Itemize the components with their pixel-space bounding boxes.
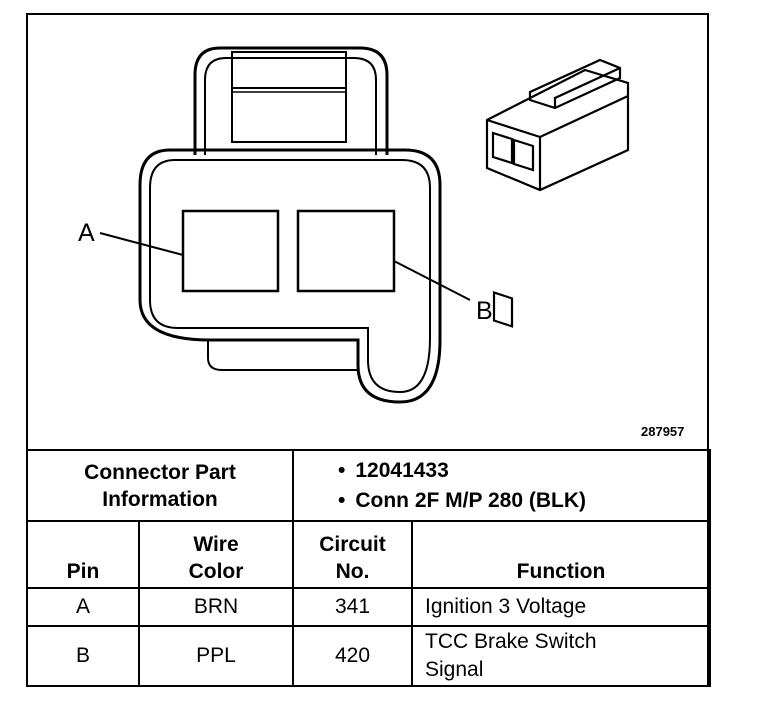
part-info-header: Connector Part Information	[26, 449, 294, 522]
part-info-header-line: Connector Part	[84, 460, 236, 484]
circuit-cell: 341	[292, 587, 413, 627]
connector-face	[138, 46, 442, 404]
wire-color-cell: BRN	[138, 587, 294, 627]
connector-isometric-view	[485, 58, 630, 328]
part-info-values: 12041433 Conn 2F M/P 280 (BLK)	[292, 449, 711, 522]
pin-cell: B	[26, 625, 140, 687]
pin-a-leader	[99, 232, 184, 256]
pin-label-b: B	[476, 297, 493, 325]
circuit-cell: 420	[292, 625, 413, 687]
part-info-header-line: Information	[102, 487, 218, 511]
wire-color-cell: PPL	[138, 625, 294, 687]
pin-b-leader	[393, 260, 471, 301]
figure-number: 287957	[641, 424, 685, 439]
col-header-function: Function	[411, 520, 711, 589]
connector-pinout-table: Connector Part Information 12041433 Conn…	[26, 449, 711, 687]
pin-label-a: A	[78, 219, 95, 247]
part-info-row: Connector Part Information 12041433 Conn…	[26, 449, 711, 522]
diagram-frame	[26, 13, 709, 687]
part-number: 12041433	[338, 456, 703, 486]
connector-description: Conn 2F M/P 280 (BLK)	[338, 486, 703, 516]
col-header-pin: Pin	[26, 520, 140, 589]
table-row: A BRN 341 Ignition 3 Voltage	[26, 587, 711, 627]
function-cell: Ignition 3 Voltage	[411, 587, 711, 627]
pin-cell: A	[26, 587, 140, 627]
